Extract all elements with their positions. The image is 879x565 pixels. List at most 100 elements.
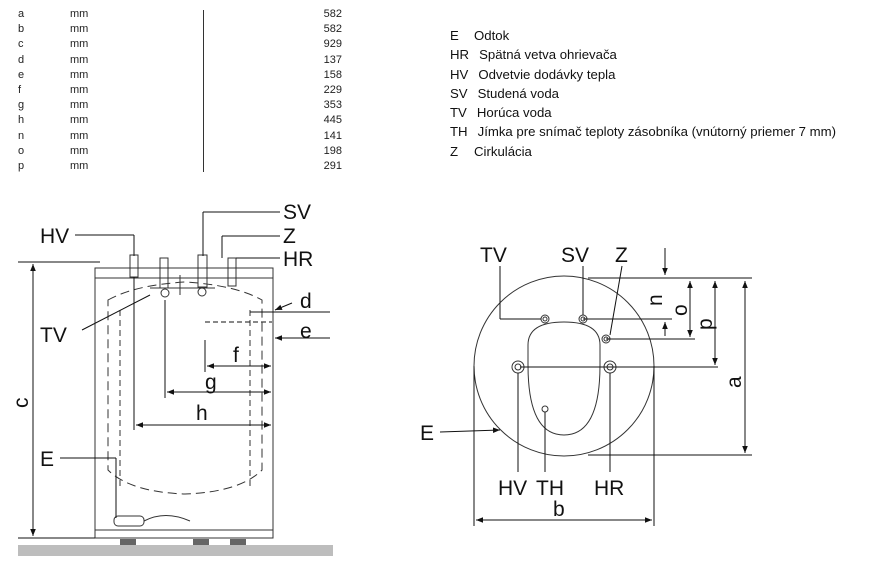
dimension-unit: mm [70,23,89,36]
legend-text: Jímka pre snímač teploty zásobníka (vnút… [477,124,836,140]
label-top-e: E [420,422,434,445]
legend-code: HR [450,47,470,63]
dimension-key: g [18,99,25,112]
inspection-flange-outline [527,321,601,436]
dimension-value: 929 [323,38,342,51]
table-separator [203,10,204,172]
label-hv: HV [40,225,69,248]
label-dim-n: n [644,294,667,306]
legend-text: Studená voda [477,85,559,101]
dimension-row: b mm 582 [16,22,346,37]
label-dim-d: d [300,290,312,313]
side-view-labels: HV SV Z HR TV E d e f g h c [10,201,313,471]
label-dim-g: g [205,371,217,394]
label-z: Z [283,225,296,248]
dimension-row: e mm 158 [16,68,346,83]
dimension-key: a [18,8,25,20]
dimension-key: p [18,159,25,172]
dimension-unit: mm [70,144,89,157]
legend-text: Horúca voda [476,105,552,121]
dimension-value: 445 [323,114,342,127]
legend-item: E Odtok [450,26,875,45]
legend-text: Spätná vetva ohrievača [479,47,617,63]
dimension-unit: mm [70,8,89,20]
dimension-value: 582 [323,8,342,20]
label-top-tv: TV [480,244,507,267]
floor [18,545,333,556]
dimension-key: h [18,114,25,127]
legend-code: TH [450,124,468,140]
dimension-key: c [18,38,24,51]
dimension-value: 141 [323,129,342,142]
label-dim-p: p [694,318,717,330]
label-dim-a: a [723,376,746,388]
dimension-unit: mm [70,99,89,112]
dimension-key: n [18,129,25,142]
legend-item: HV Odvetvie dodávky tepla [450,65,875,84]
inner-tank-outline [107,281,263,495]
top-view [473,275,655,457]
dimension-key: e [18,68,25,81]
legend-text: Odvetvie dodávky tepla [478,66,616,82]
dimension-row: c mm 929 [16,37,346,52]
legend-code: HV [450,66,469,82]
dimension-value: 353 [323,99,342,112]
dimension-value: 158 [323,68,342,81]
label-top-z: Z [615,244,628,267]
dimension-row: d mm 137 [16,53,346,68]
dimension-value: 137 [323,53,342,66]
dimension-d-arrow [274,302,293,311]
legend-code: TV [450,105,467,121]
legend-item: Z Cirkulácia [450,142,875,161]
label-top-th: TH [536,477,564,500]
dimension-unit: mm [70,114,89,127]
dimension-unit: mm [70,83,89,96]
dimension-key: d [18,53,25,66]
label-dim-b: b [553,498,565,521]
label-dim-o: o [669,304,692,316]
legend-item: TV Horúca voda [450,103,875,122]
label-top-hr: HR [594,477,624,500]
dimension-value: 229 [323,83,342,96]
casing-outline [94,267,274,539]
dimension-unit: mm [70,38,89,51]
drain-connection [113,515,145,527]
z-top-leader [609,265,623,336]
dimension-key: o [18,144,25,157]
legend-code: E [450,28,459,43]
dimension-table: a mm 582 b mm 582 c mm 929 d mm 137 e mm 158 f mm 229 g mm 3… [16,7,346,174]
dimension-row: g mm 353 [16,98,346,113]
label-top-hv: HV [498,477,527,500]
label-dim-f: f [233,344,239,367]
dimension-key: b [18,23,25,36]
top-connections [129,254,237,298]
legend-item: TH Jímka pre snímač teploty zásobníka (vn… [450,122,875,141]
legend-item: HR Spätná vetva ohrievača [450,45,875,64]
dimension-value: 291 [323,159,342,172]
feet [120,539,246,545]
legend-text: Odtok [474,28,510,43]
label-top-sv: SV [561,244,589,267]
dimension-key: f [18,83,22,96]
dimension-row: o mm 198 [16,144,346,159]
dimension-value: 198 [323,144,342,157]
dimension-row: h mm 445 [16,113,346,128]
legend-code: Z [450,143,459,159]
label-tv: TV [40,324,67,347]
label-dim-e: e [300,320,312,343]
dimension-unit: mm [70,68,89,81]
label-dim-h: h [196,402,208,425]
dimension-unit: mm [70,53,89,66]
label-sv: SV [283,201,311,224]
dimension-value: 582 [323,23,342,36]
label-dim-c: c [10,398,33,409]
side-view [18,254,333,556]
label-hr: HR [283,248,313,271]
top-view-labels: TV SV Z E HV TH HR b n o p a [420,244,746,521]
legend-text: Cirkulácia [474,143,532,159]
